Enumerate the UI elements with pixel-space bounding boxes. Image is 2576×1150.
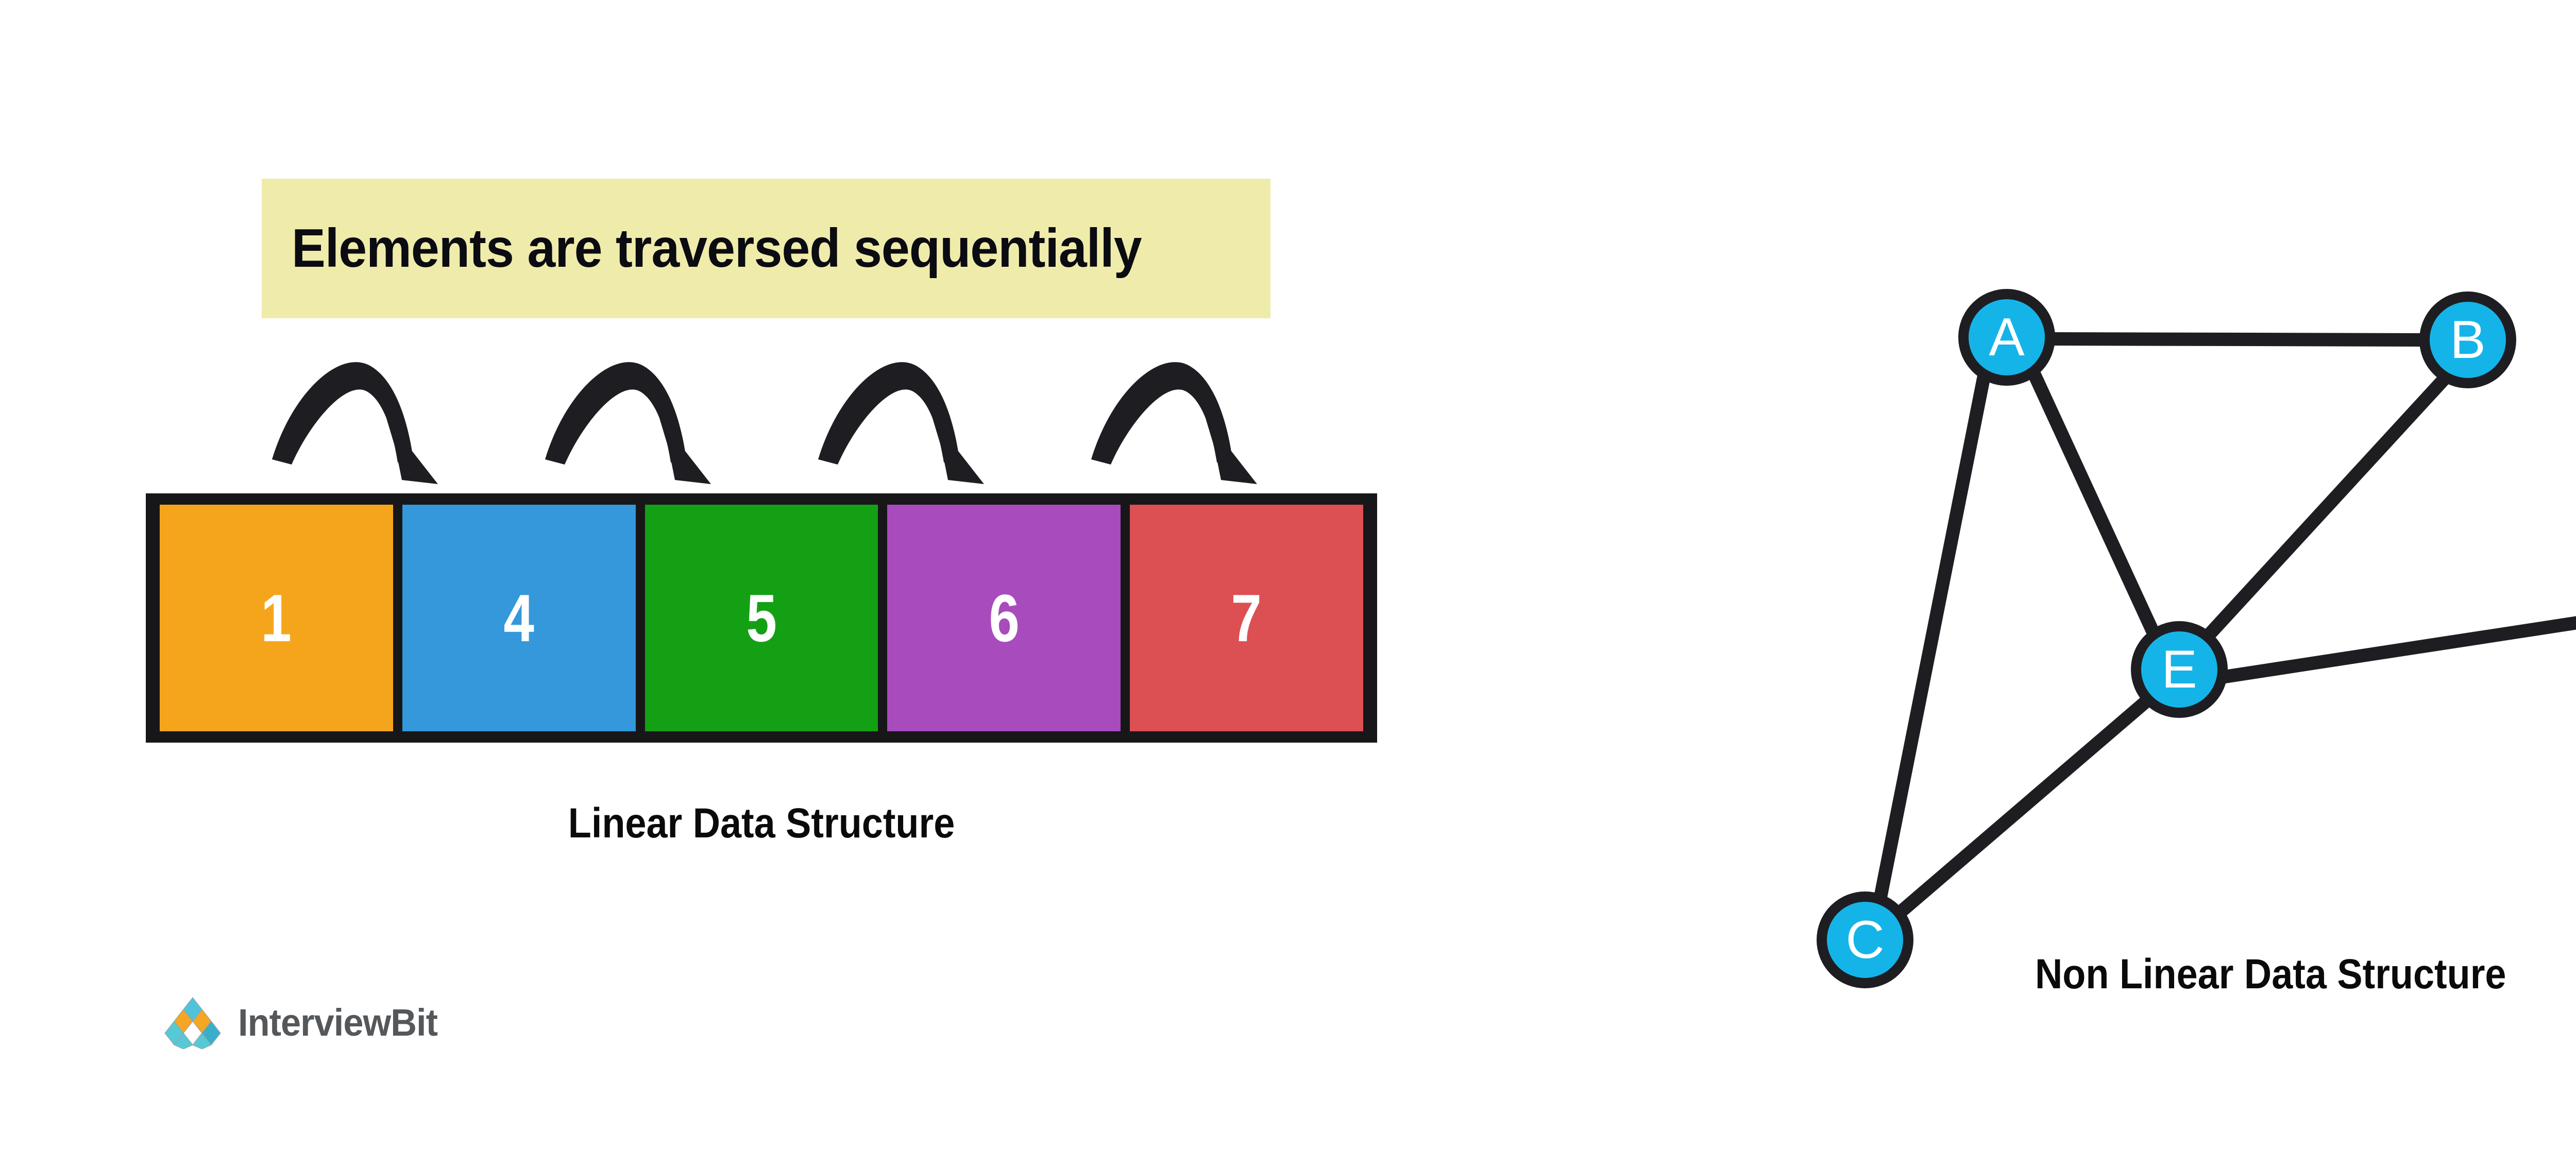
nonlinear-structure-caption: Non Linear Data Structure xyxy=(2035,951,2506,998)
graph-node-a[interactable]: A xyxy=(1958,289,2055,386)
linear-array: 1 4 5 6 7 xyxy=(146,493,1377,743)
graph-edge-a-c xyxy=(1874,372,1990,904)
curved-arrow-right-icon xyxy=(1091,362,1257,484)
graph-node-label: E xyxy=(2161,640,2197,699)
sequential-traversal-arrows xyxy=(272,362,1257,484)
array-cell-value: 5 xyxy=(746,580,777,656)
array-cell[interactable]: 5 xyxy=(645,505,878,731)
graph-edge-a-e xyxy=(2028,369,2159,638)
graph-edge-a-b xyxy=(2043,332,2431,347)
traversal-banner-text: Elements are traversed sequentially xyxy=(292,218,1142,279)
graph-node-label: B xyxy=(2450,310,2485,370)
linear-structure-caption: Linear Data Structure xyxy=(568,800,955,847)
array-cell[interactable]: 6 xyxy=(887,505,1121,731)
curved-arrow-right-icon xyxy=(818,362,984,484)
curved-arrow-right-icon xyxy=(272,362,438,484)
array-cell[interactable]: 4 xyxy=(402,505,636,731)
array-cell-value: 4 xyxy=(503,580,534,656)
graph-edge-e-c xyxy=(1894,696,2151,918)
array-cell-value: 6 xyxy=(989,580,1020,656)
interviewbit-logo[interactable]: InterviewBit xyxy=(160,986,489,1058)
array-cell[interactable]: 1 xyxy=(160,505,393,731)
array-cell-value: 7 xyxy=(1231,580,1262,656)
graph-node-b[interactable]: B xyxy=(2419,291,2516,388)
array-cell[interactable]: 7 xyxy=(1130,505,1363,731)
graph-node-c[interactable]: C xyxy=(1817,891,1913,988)
interviewbit-logo-text: InterviewBit xyxy=(238,1001,438,1044)
graph-node-label: C xyxy=(1845,910,1884,970)
non-linear-graph: A B C E F xyxy=(1817,289,2576,988)
graph-edge-e-f xyxy=(2215,616,2576,684)
graph-edge-b-e xyxy=(2204,372,2451,640)
array-cell-value: 1 xyxy=(261,580,292,656)
graph-node-e[interactable]: E xyxy=(2131,621,2228,718)
traversal-banner: Elements are traversed sequentially xyxy=(262,179,1270,318)
curved-arrow-right-icon xyxy=(545,362,711,484)
interviewbit-logo-mark xyxy=(164,997,221,1049)
graph-node-label: A xyxy=(1989,307,2025,367)
